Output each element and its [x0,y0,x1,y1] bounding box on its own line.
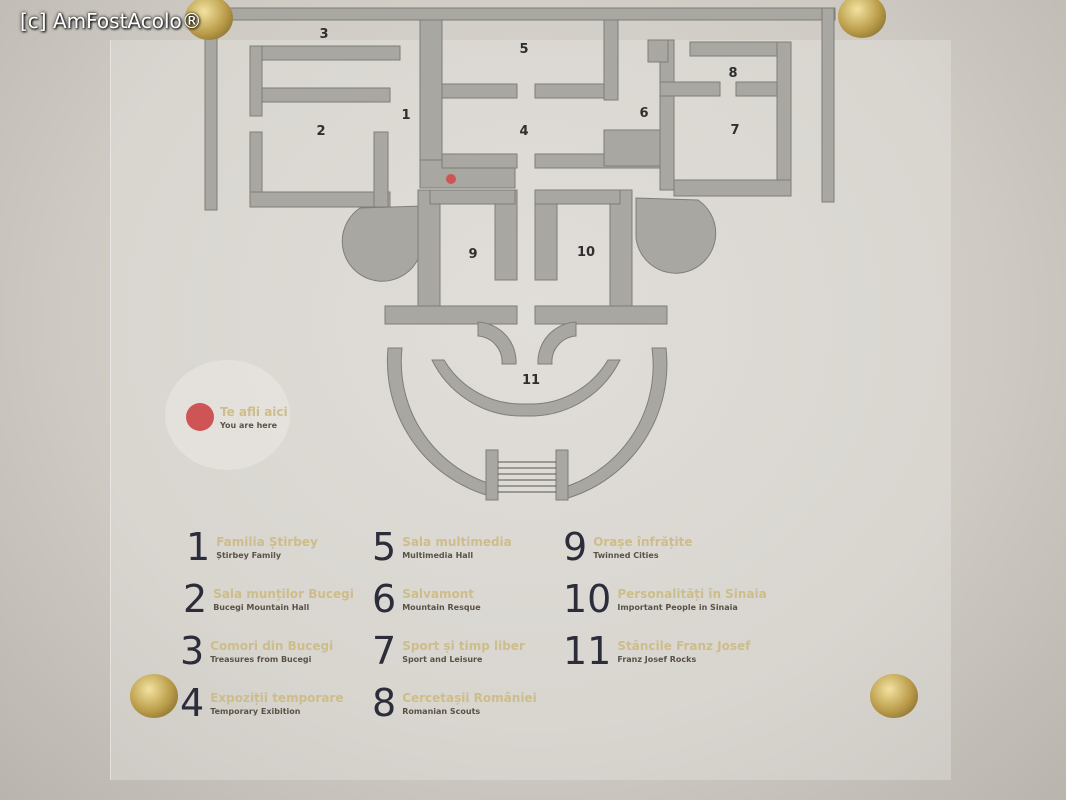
outer-wall-right [821,7,835,203]
room-label-8: 8 [728,66,737,81]
legend-en: Important People in Sinaia [617,602,738,612]
room-label-9: 9 [468,247,477,262]
room-label-2: 2 [316,124,325,139]
legend-ro: Sport și timp liber [402,638,525,653]
legend-ro: Salvamont [402,586,474,601]
legend-number: 9 [563,525,588,569]
room-label-11: 11 [522,373,540,388]
brass-standoff [130,674,178,718]
legend-number: 4 [180,681,205,725]
legend-number: 3 [180,629,205,673]
room-label-4: 4 [519,124,528,139]
legend-en: Twinned Cities [593,550,659,560]
legend-en: Romanian Scouts [402,706,481,716]
brass-standoff [185,0,233,40]
you-are-here-disc [165,360,290,470]
legend-ro: Expoziții temporare [210,690,344,705]
legend-number: 10 [563,577,612,621]
legend-ro: Stâncile Franz Josef [617,638,751,653]
legend-number: 5 [372,525,397,569]
you-are-here-marker [446,174,456,184]
you-are-here-ro: Te afli aici [220,404,288,419]
legend-en: Bucegi Mountain Hall [213,602,310,612]
legend-en: Franz Josef Rocks [617,654,697,664]
outer-wall-top [204,7,836,21]
legend-number: 7 [372,629,397,673]
legend-en: Treasures from Bucegi [210,654,312,664]
room-label-1: 1 [401,108,410,123]
legend-en: Multimedia Hall [402,550,474,560]
brass-standoff [838,0,886,38]
legend-ro: Orașe înfrățite [593,534,693,549]
legend-en: Știrbey Family [216,550,282,560]
watermark: [c] AmFostAcolo® [20,9,202,33]
room-label-3: 3 [319,27,328,42]
you-are-here-en: You are here [220,420,278,430]
brass-standoff [870,674,918,718]
legend-en: Temporary Exibition [210,706,301,716]
red-dot-icon [186,403,214,431]
room-label-5: 5 [519,42,528,57]
legend-number: 2 [183,577,208,621]
legend-number: 8 [372,681,397,725]
room-label-6: 6 [639,106,648,121]
legend-ro: Sala munților Bucegi [213,586,354,601]
legend-number: 1 [186,525,211,569]
legend-number: 6 [372,577,397,621]
legend-number: 11 [563,629,612,673]
legend-ro: Personalități în Sinaia [617,586,767,601]
legend-ro: Cercetașii României [402,690,537,705]
legend-en: Mountain Resque [402,602,481,612]
legend-ro: Sala multimedia [402,534,512,549]
legend-en: Sport and Leisure [402,654,483,664]
legend-ro: Comori din Bucegi [210,638,334,653]
room-label-7: 7 [730,123,739,138]
room-label-10: 10 [577,245,595,260]
legend-ro: Familia Știrbey [216,534,318,549]
